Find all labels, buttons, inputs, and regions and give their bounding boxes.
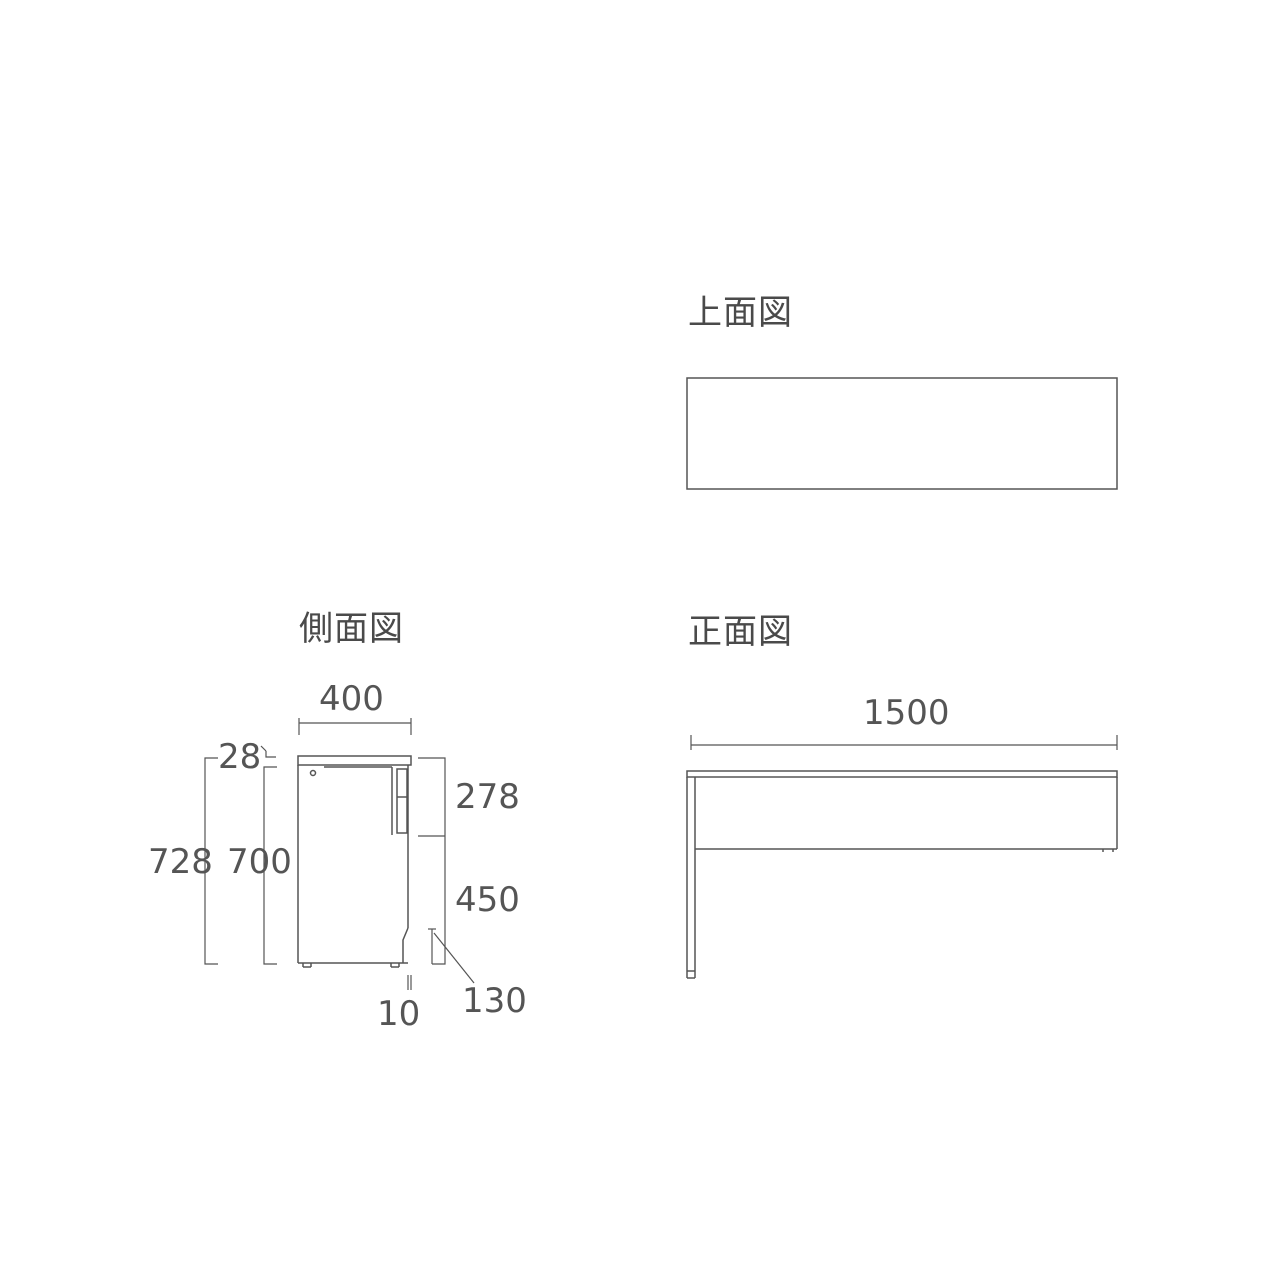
side-view-title: 側面図 bbox=[299, 609, 404, 649]
dim-right-bracket bbox=[418, 757, 446, 965]
dim-lower-height-label: 450 bbox=[455, 880, 520, 920]
dim-foot-height-label: 130 bbox=[462, 981, 527, 1021]
top-view-title: 上面図 bbox=[688, 293, 793, 333]
dim-total-height-label: 728 bbox=[148, 842, 213, 882]
dim-728-bracket bbox=[204, 757, 218, 965]
side-drawer-front bbox=[396, 768, 408, 834]
front-view-title: 正面図 bbox=[688, 612, 793, 652]
dim-top-thickness-label: 28 bbox=[218, 737, 262, 777]
dim-130-leader bbox=[433, 932, 475, 984]
dim-28-marker bbox=[265, 751, 276, 758]
side-body-notch bbox=[402, 927, 409, 963]
front-view-drawing bbox=[686, 735, 1118, 979]
top-view-outline bbox=[686, 377, 1118, 490]
dim-foot-gap-label: 10 bbox=[377, 994, 421, 1034]
dim-front-width-label: 1500 bbox=[863, 693, 950, 733]
dim-body-height-label: 700 bbox=[227, 842, 292, 882]
dim-700-bracket bbox=[263, 766, 277, 965]
side-view-drawing bbox=[204, 718, 475, 990]
dim-28-leader bbox=[260, 745, 267, 752]
lock-icon bbox=[309, 769, 317, 777]
side-top-board bbox=[297, 755, 412, 766]
dim-side-width-label: 400 bbox=[319, 679, 384, 719]
front-top-board bbox=[686, 770, 1118, 778]
dim-upper-height-label: 278 bbox=[455, 777, 520, 817]
